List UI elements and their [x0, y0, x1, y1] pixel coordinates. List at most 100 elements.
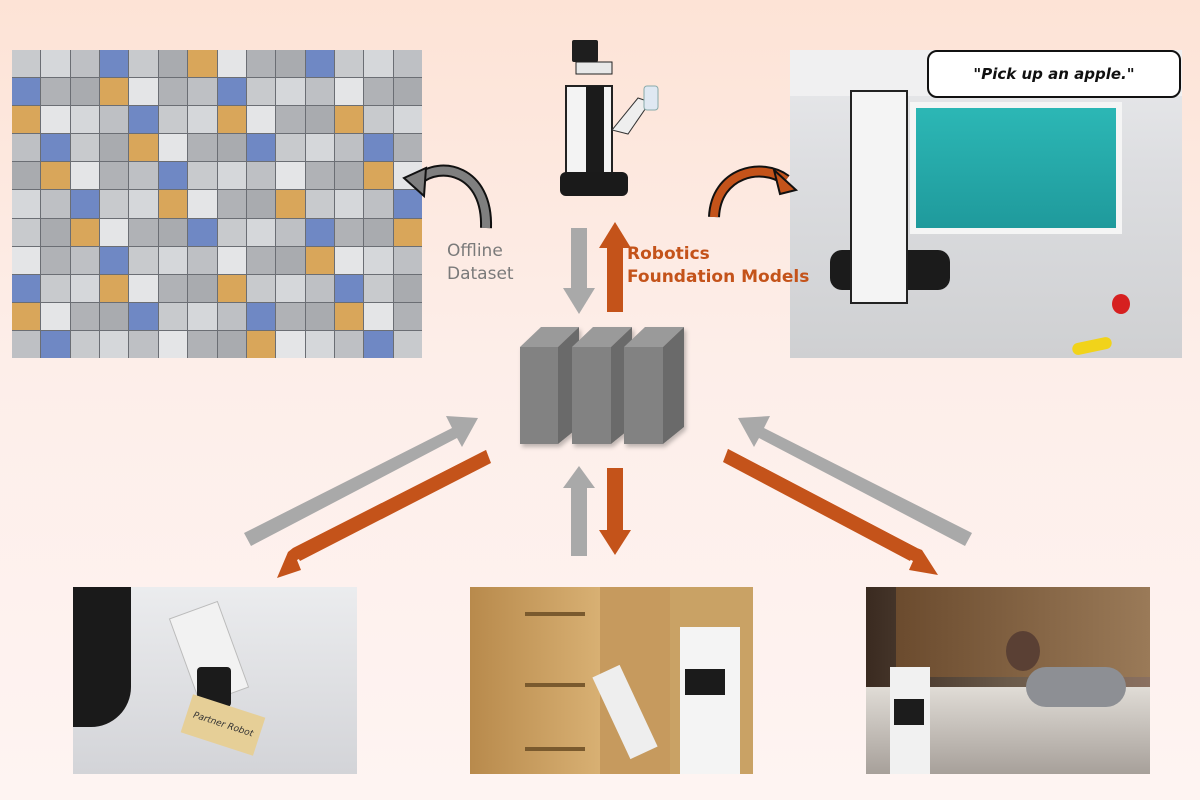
dataset-thumbnail: [217, 246, 246, 274]
curved-arrow-to-demo: [708, 165, 799, 218]
dataset-thumbnail: [188, 106, 217, 134]
dataset-thumbnail: [70, 246, 100, 274]
foundation-models-label-line2: Foundation Models: [627, 267, 810, 287]
apple: [1112, 294, 1130, 314]
orange-arrow-to-bedside: [723, 449, 938, 575]
dataset-thumbnail: [217, 302, 246, 330]
dataset-thumbnail: [305, 78, 334, 106]
dataset-thumbnail: [41, 50, 70, 78]
dataset-thumbnail: [334, 330, 364, 358]
dataset-thumbnail: [12, 50, 41, 78]
dataset-thumbnail: [70, 330, 100, 358]
dataset-thumbnail: [246, 134, 276, 162]
dataset-thumbnail: [276, 302, 305, 330]
speech-bubble: "Pick up an apple.": [927, 50, 1181, 98]
dataset-thumbnail: [246, 190, 276, 218]
orange-arrow-down-center: [599, 468, 631, 555]
dataset-thumbnail: [364, 218, 393, 246]
dataset-thumbnail: [129, 162, 158, 190]
dataset-thumbnail: [129, 190, 158, 218]
dataset-thumbnail: [305, 330, 334, 358]
dataset-thumbnail: [12, 218, 41, 246]
bedside-assist-photo: [866, 587, 1150, 774]
dataset-thumbnail: [129, 246, 158, 274]
shelf-board: [525, 683, 585, 687]
dataset-thumbnail: [41, 330, 70, 358]
robot-head-screen: [572, 40, 598, 62]
dataset-thumbnail: [129, 106, 158, 134]
dataset-thumbnail: [100, 218, 129, 246]
person-head: [1006, 631, 1040, 671]
dataset-thumbnail: [393, 78, 422, 106]
dataset-thumbnail: [305, 106, 334, 134]
dataset-thumbnail: [70, 50, 100, 78]
dataset-thumbnail: [12, 302, 41, 330]
dataset-thumbnail: [70, 218, 100, 246]
dataset-thumbnail: [305, 162, 334, 190]
dataset-thumbnail: [129, 78, 158, 106]
dataset-thumbnail: [158, 106, 188, 134]
dataset-thumbnail: [100, 162, 129, 190]
dataset-thumbnail: [305, 190, 334, 218]
dataset-thumbnail: [100, 78, 129, 106]
dataset-thumbnail: [129, 134, 158, 162]
robot-hsr-image: [560, 40, 659, 196]
dataset-thumbnail: [246, 302, 276, 330]
dataset-thumbnail: [276, 218, 305, 246]
dataset-thumbnail: [12, 78, 41, 106]
dataset-thumbnail: [158, 50, 188, 78]
dataset-thumbnail: [158, 162, 188, 190]
dataset-thumbnail: [188, 78, 217, 106]
dataset-thumbnail: [129, 274, 158, 302]
dataset-thumbnail: [158, 134, 188, 162]
dataset-thumbnail: [158, 302, 188, 330]
robot-body: [680, 627, 740, 774]
dataset-thumbnail: [276, 274, 305, 302]
demo-pick-apple-photo: [790, 50, 1182, 358]
dataset-thumbnail: [188, 134, 217, 162]
dataset-thumbnail: [364, 50, 393, 78]
orange-arrow-to-card: [277, 450, 491, 578]
dataset-thumbnail: [188, 162, 217, 190]
dataset-thumbnail: [393, 330, 422, 358]
dataset-thumbnail: [393, 302, 422, 330]
dataset-thumbnail: [12, 274, 41, 302]
dataset-thumbnail: [305, 134, 334, 162]
model-block-3: [624, 327, 684, 444]
dataset-thumbnail: [364, 134, 393, 162]
robot-panel: [894, 699, 924, 725]
model-block-2: [572, 327, 632, 444]
dataset-thumbnail: [334, 106, 364, 134]
dataset-thumbnail: [334, 162, 364, 190]
demo-robot-body: [850, 90, 908, 304]
dataset-thumbnail: [41, 218, 70, 246]
dataset-thumbnail: [217, 50, 246, 78]
dataset-thumbnail: [217, 162, 246, 190]
dataset-thumbnail: [246, 330, 276, 358]
offline-dataset-label-line2: Dataset: [447, 264, 514, 284]
dataset-thumbnail: [334, 50, 364, 78]
dataset-thumbnail: [246, 218, 276, 246]
demo-teal-area: [910, 102, 1122, 234]
dataset-thumbnail: [217, 190, 246, 218]
dataset-thumbnail: [100, 190, 129, 218]
dataset-thumbnail: [158, 218, 188, 246]
dataset-thumbnail: [12, 330, 41, 358]
gray-arrow-up-center: [563, 466, 595, 556]
dataset-thumbnail: [334, 78, 364, 106]
dataset-thumbnail: [129, 302, 158, 330]
dataset-thumbnail: [188, 218, 217, 246]
dataset-thumbnail: [276, 246, 305, 274]
dataset-thumbnail: [393, 218, 422, 246]
dataset-thumbnail: [364, 78, 393, 106]
dataset-thumbnail: [276, 330, 305, 358]
gray-arrow-to-model-left: [244, 416, 478, 546]
dataset-thumbnail: [334, 190, 364, 218]
dataset-thumbnail: [364, 190, 393, 218]
dataset-thumbnail: [41, 78, 70, 106]
dataset-thumbnail: [305, 246, 334, 274]
dataset-thumbnail: [41, 190, 70, 218]
dataset-thumbnail: [100, 50, 129, 78]
offline-dataset-mosaic: [12, 50, 422, 358]
